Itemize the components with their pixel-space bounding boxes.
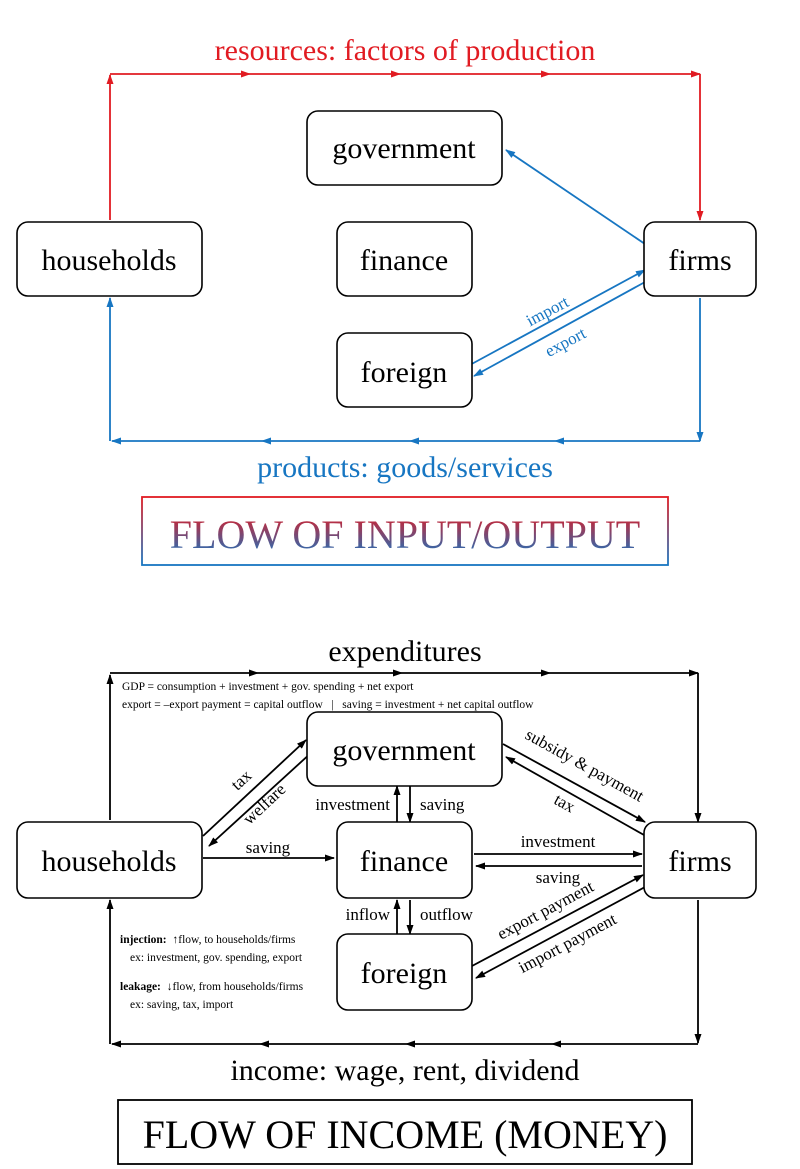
- svg-text:leakage: ↓flow, from h: leakage: ↓flow, from households/firms: [120, 981, 304, 993]
- household-saving-label: saving: [246, 838, 291, 857]
- products-flow-arrow: [106, 297, 704, 445]
- income-flow-label: income: wage, rent, dividend: [230, 1054, 579, 1087]
- leakage-note: leakage: ↓flow, from households/firms ex…: [120, 981, 304, 1011]
- node2-finance: finance: [336, 821, 473, 899]
- node2-firms: firms: [643, 821, 757, 899]
- export-equation: export = –export payment = capital outfl…: [122, 699, 534, 711]
- injection-title: injection:: [120, 934, 167, 946]
- export-payment-arrow: [471, 874, 644, 967]
- node2-government-label: government: [332, 734, 476, 767]
- business-tax-label: tax: [551, 790, 579, 817]
- leakage-example: ex: saving, tax, import: [130, 999, 234, 1011]
- node-households: households: [16, 221, 203, 297]
- node2-government: government: [306, 711, 503, 787]
- export-label: export: [542, 323, 590, 360]
- resources-flow-label: resources: factors of production: [215, 34, 596, 67]
- firms-investment-label: investment: [521, 832, 596, 851]
- node-finance-label: finance: [360, 244, 448, 277]
- node-firms-label: firms: [668, 244, 731, 277]
- injection-note: injection: ↑flow, to households/firms ex…: [120, 934, 303, 964]
- node-households-label: households: [42, 244, 177, 277]
- leakage-title: leakage:: [120, 981, 161, 993]
- import-label: import: [523, 292, 572, 330]
- node-government-label: government: [332, 132, 476, 165]
- input-output-diagram: resources: factors of production product…: [16, 34, 757, 566]
- leakage-text: ↓flow, from households/firms: [167, 981, 304, 993]
- import-payment-arrow: [475, 886, 646, 979]
- products-flow-label: products: goods/services: [257, 451, 553, 484]
- inflow-label: inflow: [346, 905, 391, 924]
- welfare-arrow: [208, 751, 313, 847]
- node2-firms-label: firms: [668, 845, 731, 878]
- input-output-banner-text: FLOW OF INPUT/OUTPUT: [170, 512, 640, 557]
- government-saving-label: saving: [420, 795, 465, 814]
- node-foreign: foreign: [336, 332, 473, 408]
- subsidy-arrow: [502, 743, 646, 823]
- resources-flow-arrow: [106, 70, 704, 221]
- gdp-equation: GDP = consumption + investment + gov. sp…: [122, 681, 414, 693]
- input-output-banner: FLOW OF INPUT/OUTPUT: [141, 496, 669, 566]
- government-investment-label: investment: [315, 795, 390, 814]
- expenditures-flow-label: expenditures: [328, 635, 481, 668]
- tax-arrow: [202, 739, 307, 837]
- node-firms: firms: [643, 221, 757, 297]
- node2-foreign-label: foreign: [361, 957, 448, 990]
- injection-example: ex: investment, gov. spending, export: [130, 952, 303, 964]
- export-arrow: [473, 281, 646, 377]
- business-tax-arrow: [505, 756, 645, 836]
- node2-households: households: [16, 821, 203, 899]
- income-flow-arrow: [106, 899, 702, 1048]
- income-banner: FLOW OF INCOME (MONEY): [117, 1099, 693, 1165]
- svg-text:injection: ↑flow, to h: injection: ↑flow, to households/firms: [120, 934, 296, 946]
- node2-foreign: foreign: [336, 933, 473, 1011]
- node-foreign-label: foreign: [361, 356, 448, 389]
- node-government: government: [306, 110, 503, 186]
- expenditures-flow-arrow: [106, 669, 702, 823]
- injection-text: ↑flow, to households/firms: [173, 934, 296, 946]
- node2-households-label: households: [42, 845, 177, 878]
- income-banner-text: FLOW OF INCOME (MONEY): [143, 1112, 668, 1157]
- firms-saving-label: saving: [536, 868, 581, 887]
- firms-to-government-arrow: [505, 149, 646, 245]
- outflow-label: outflow: [420, 905, 474, 924]
- import-arrow: [467, 269, 646, 367]
- income-flow-diagram: expenditures GDP = consumption + investm…: [16, 635, 757, 1165]
- node-finance: finance: [336, 221, 473, 297]
- node2-finance-label: finance: [360, 845, 448, 878]
